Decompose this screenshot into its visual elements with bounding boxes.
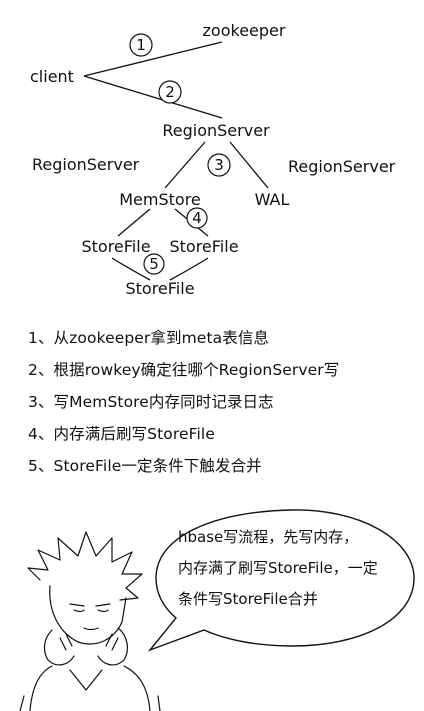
step-marker-label: 3 (214, 156, 224, 174)
step-item-5: 5、StoreFile一定条件下触发合并 (28, 457, 262, 475)
hbase-write-flow-diagram: 1 2 3 4 5 zookeeper client RegionServer … (30, 21, 396, 298)
step-marker-label: 4 (192, 209, 202, 227)
step-item-4: 4、内存满后刷写StoreFile (28, 425, 215, 443)
step-marker-2: 2 (158, 80, 182, 104)
node-zookeeper: zookeeper (203, 21, 286, 40)
speech-line-2: 内存满了刷写StoreFile，一定 (178, 559, 378, 577)
node-memstore: MemStore (119, 190, 201, 209)
step-marker-1: 1 (129, 33, 153, 57)
node-regionserver-right: RegionServer (288, 157, 396, 176)
node-wal: WAL (255, 190, 290, 209)
speech-line-1: hbase写流程，先写内存， (178, 528, 359, 546)
cartoon-character (19, 531, 161, 711)
node-client: client (30, 67, 74, 86)
node-storefile-left: StoreFile (81, 237, 150, 256)
step-marker-label: 2 (165, 83, 175, 101)
edge-client-zookeeper (83, 41, 223, 77)
step-item-1: 1、从zookeeper拿到meta表信息 (28, 329, 270, 347)
step-marker-label: 5 (149, 255, 159, 273)
edge-storefile-left-merged (111, 257, 151, 281)
node-storefile-merged: StoreFile (125, 279, 194, 298)
edge-client-regionserver (83, 75, 223, 119)
step-marker-5: 5 (143, 253, 165, 275)
edge-regionserver-memstore (164, 141, 206, 189)
speech-bubble-text: hbase写流程，先写内存， 内存满了刷写StoreFile，一定 条件写Sto… (178, 522, 410, 615)
speech-bubble (147, 509, 415, 652)
step-item-2: 2、根据rowkey确定往哪个RegionServer写 (28, 361, 340, 379)
step-list: 1、从zookeeper拿到meta表信息 2、根据rowkey确定往哪个Reg… (28, 322, 408, 482)
step-item-3: 3、写MemStore内存同时记录日志 (28, 393, 274, 411)
step-marker-4: 4 (186, 207, 208, 229)
node-regionserver-main: RegionServer (162, 121, 270, 140)
step-marker-3: 3 (207, 153, 231, 177)
edge-memstore-storefile-left (117, 208, 151, 237)
node-storefile-right: StoreFile (169, 237, 238, 256)
node-regionserver-left: RegionServer (32, 155, 140, 174)
comic-illustration (19, 509, 415, 711)
edge-storefile-right-merged (169, 257, 209, 281)
speech-line-3: 条件写StoreFile合并 (178, 590, 318, 608)
step-marker-label: 1 (136, 36, 146, 54)
edge-regionserver-wal (229, 141, 269, 189)
